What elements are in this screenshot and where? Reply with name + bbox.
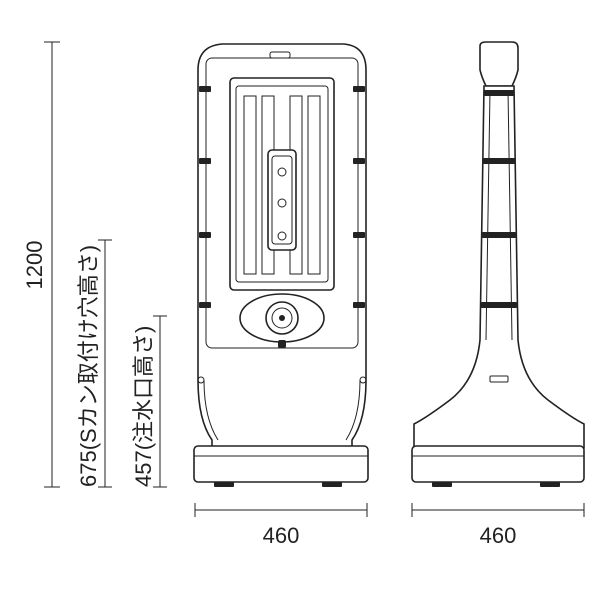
side-column xyxy=(413,85,585,449)
label-width-front: 460 xyxy=(263,523,300,548)
label-height-total: 1200 xyxy=(22,241,47,290)
front-view xyxy=(193,43,369,487)
front-base xyxy=(193,445,369,483)
dimension-lines-vertical xyxy=(44,41,167,488)
label-height-scan: 675(Sカン取付け穴高さ) xyxy=(76,245,101,487)
label-width-side: 460 xyxy=(480,523,517,548)
side-base xyxy=(411,445,585,483)
label-height-inlet: 457(注水口高さ) xyxy=(131,326,156,487)
dimension-lines-horizontal xyxy=(194,503,585,517)
side-post-top xyxy=(479,41,519,87)
side-view xyxy=(411,41,585,487)
